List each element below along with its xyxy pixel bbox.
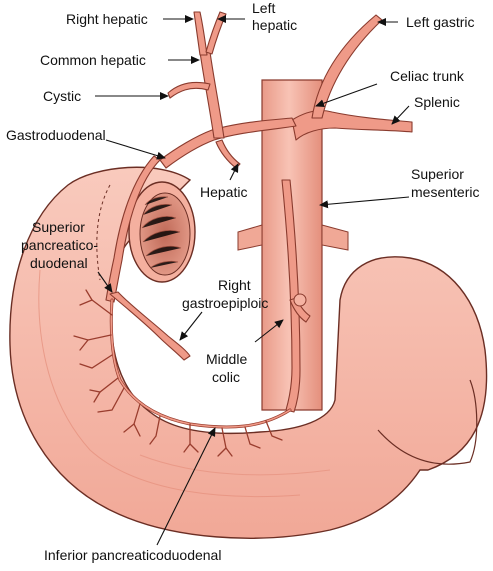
label-cystic: Cystic xyxy=(43,88,81,104)
label-middle-colic-line2: colic xyxy=(212,369,240,385)
label-celiac-trunk: Celiac trunk xyxy=(390,68,465,84)
label-inferior-pancreaticoduodenal: Inferior pancreaticoduodenal xyxy=(44,547,221,563)
label-hepatic: Hepatic xyxy=(200,184,247,200)
arrow-hepatic xyxy=(229,163,239,181)
pancreaticoduodenal-arcade xyxy=(73,289,292,457)
leader-arrows xyxy=(95,15,410,546)
duodenum xyxy=(9,166,488,539)
label-common-hepatic: Common hepatic xyxy=(40,52,146,68)
arrow-right-gastroepiploic xyxy=(179,311,203,341)
label-left-hepatic-line2: hepatic xyxy=(252,17,297,33)
arrow-middle-colic xyxy=(254,319,284,343)
label-right-hepatic: Right hepatic xyxy=(66,11,148,27)
label-left-gastric: Left gastric xyxy=(406,14,474,30)
label-superior-mesenteric-line1: Superior xyxy=(411,166,464,182)
label-superior-pd-line1: Superior xyxy=(32,219,85,235)
label-superior-pd-line3: duodenal xyxy=(30,255,88,271)
labels: Right hepatic Left hepatic Left gastric … xyxy=(6,0,479,563)
label-splenic: Splenic xyxy=(414,94,460,110)
label-right-gastroepiploic-line2: gastroepiploic xyxy=(182,295,268,311)
label-superior-mesenteric-line2: mesenteric xyxy=(411,184,479,200)
label-gastroduodenal: Gastroduodenal xyxy=(6,127,106,143)
label-superior-pd-line2: pancreatico- xyxy=(21,237,98,253)
label-middle-colic-line1: Middle xyxy=(206,351,247,367)
arrow-celiac-trunk xyxy=(315,83,378,108)
arteries xyxy=(105,11,413,413)
label-right-gastroepiploic-line1: Right xyxy=(218,277,251,293)
arrow-superior-mesenteric xyxy=(319,196,410,209)
arrow-gastroduodenal xyxy=(105,139,166,160)
arrow-superior-pancreaticoduodenal xyxy=(97,271,113,293)
arrow-inferior-pancreaticoduodenal xyxy=(156,427,216,546)
duodenal-opening xyxy=(128,181,196,283)
arrow-splenic xyxy=(391,105,410,125)
label-left-hepatic-line1: Left xyxy=(252,0,275,16)
